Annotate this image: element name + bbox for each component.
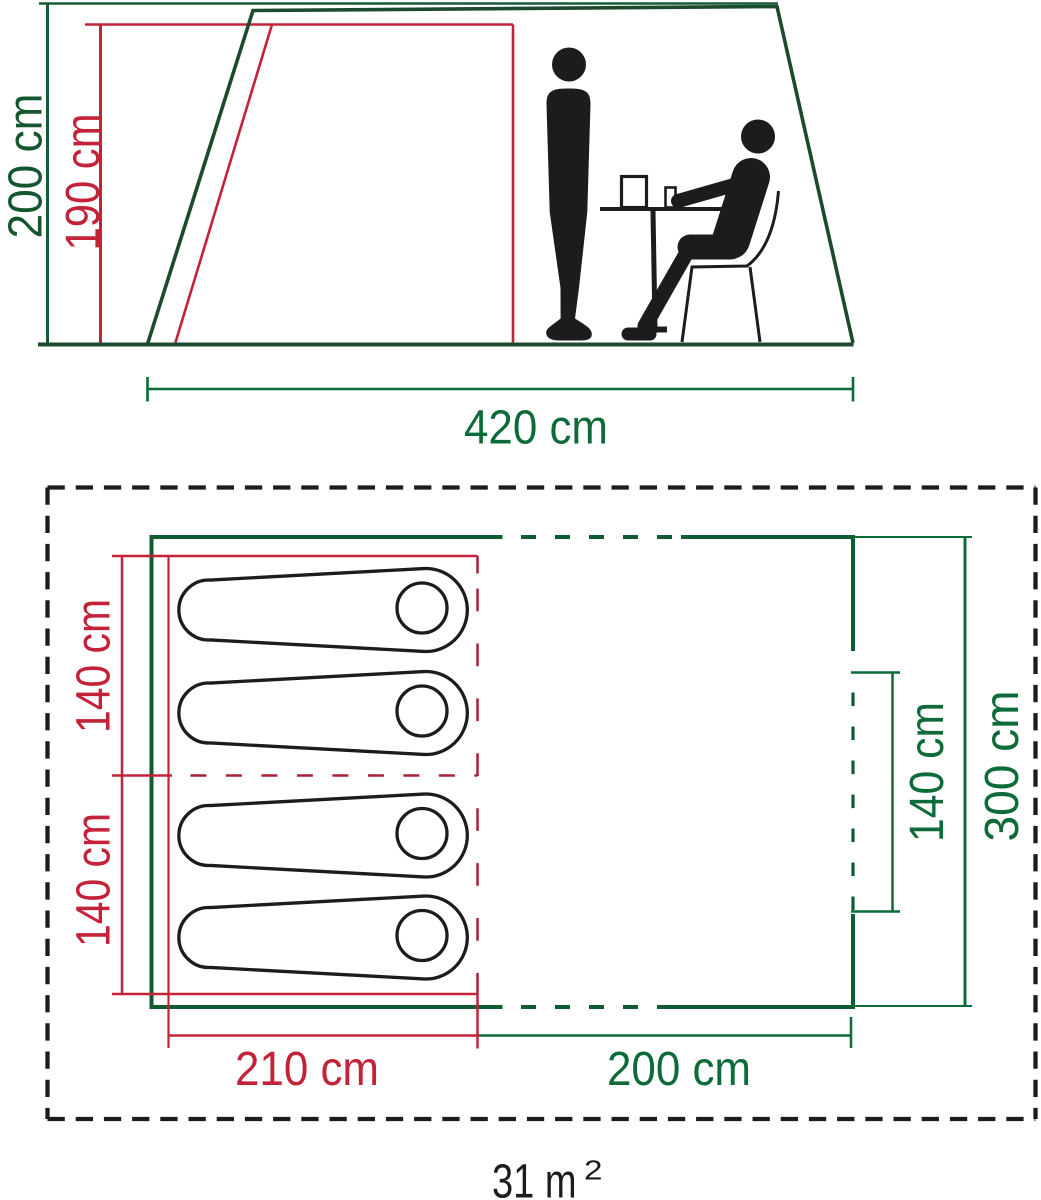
svg-text:2: 2: [584, 1155, 603, 1186]
svg-text:420 cm: 420 cm: [464, 402, 608, 455]
svg-text:200 cm: 200 cm: [607, 1043, 751, 1096]
svg-text:300 cm: 300 cm: [976, 691, 1029, 842]
svg-text:200 cm: 200 cm: [0, 94, 53, 239]
svg-text:140 cm: 140 cm: [68, 813, 121, 947]
svg-text:190 cm: 190 cm: [57, 114, 110, 251]
svg-text:210 cm: 210 cm: [235, 1043, 379, 1096]
svg-text:140 cm: 140 cm: [68, 599, 121, 733]
svg-text:140 cm: 140 cm: [901, 702, 954, 842]
svg-text:31 m: 31 m: [492, 1156, 577, 1200]
